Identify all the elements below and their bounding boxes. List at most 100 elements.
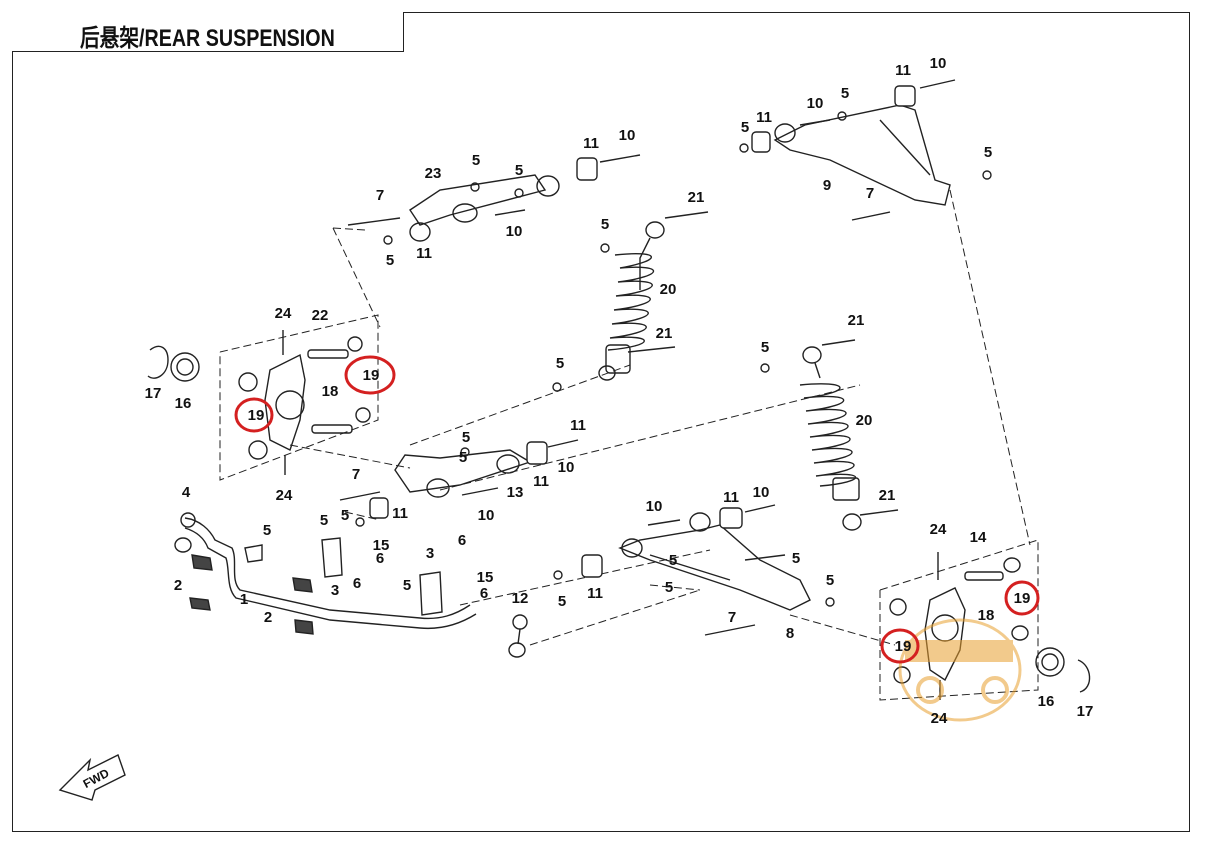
part-number-24: 24 — [931, 710, 948, 727]
title-box: 后悬架/REAR SUSPENSION — [12, 12, 404, 52]
part-number-5: 5 — [341, 507, 349, 524]
part-number-24: 24 — [275, 305, 292, 322]
part-number-23: 23 — [425, 165, 442, 182]
part-number-6: 6 — [353, 575, 361, 592]
part-number-10: 10 — [478, 507, 495, 524]
stabilizer-bar — [174, 512, 528, 658]
part-number-13: 13 — [507, 484, 524, 501]
part-number-11: 11 — [392, 505, 408, 522]
highlight-circles — [234, 355, 1040, 664]
part-number-8: 8 — [786, 625, 794, 642]
part-number-21: 21 — [656, 325, 673, 342]
part-number-10: 10 — [930, 55, 947, 72]
part-number-18: 18 — [322, 383, 339, 400]
part-number-5: 5 — [601, 216, 609, 233]
part-number-20: 20 — [660, 281, 677, 298]
part-number-24: 24 — [276, 487, 293, 504]
part-number-1: 1 — [240, 591, 248, 608]
part-number-5: 5 — [403, 577, 411, 594]
part-number-18: 18 — [978, 607, 995, 624]
part-number-14: 14 — [970, 529, 987, 546]
part-number-5: 5 — [761, 339, 769, 356]
page-title: 后悬架/REAR SUSPENSION — [80, 25, 335, 52]
part-number-21: 21 — [688, 189, 705, 206]
knuckle-left — [147, 330, 371, 475]
lower-arm-13 — [339, 439, 579, 527]
part-number-5: 5 — [386, 252, 394, 269]
part-number-5: 5 — [462, 429, 470, 446]
part-number-9: 9 — [823, 177, 831, 194]
part-number-6: 6 — [376, 550, 384, 567]
part-number-3: 3 — [331, 582, 339, 599]
part-number-3: 3 — [426, 545, 434, 562]
highlight-circle — [344, 355, 396, 395]
highlight-circle — [880, 628, 920, 664]
highlight-circle — [234, 397, 274, 433]
shock-absorber-upper — [552, 211, 709, 392]
part-number-11: 11 — [533, 473, 549, 490]
part-number-5: 5 — [826, 572, 834, 589]
part-number-15: 15 — [477, 569, 494, 586]
part-number-17: 17 — [1077, 703, 1094, 720]
part-number-10: 10 — [807, 95, 824, 112]
part-number-16: 16 — [1038, 693, 1055, 710]
part-number-21: 21 — [879, 487, 896, 504]
part-number-5: 5 — [263, 522, 271, 539]
highlight-circle — [1004, 580, 1040, 616]
linework — [58, 79, 1091, 801]
part-number-5: 5 — [515, 162, 523, 179]
part-number-7: 7 — [866, 185, 874, 202]
diagram-frame — [12, 12, 1190, 832]
part-number-24: 24 — [930, 521, 947, 538]
part-number-5: 5 — [558, 593, 566, 610]
part-number-22: 22 — [312, 307, 329, 324]
part-number-4: 4 — [182, 484, 191, 501]
part-number-11: 11 — [583, 135, 599, 152]
part-number-7: 7 — [728, 609, 736, 626]
part-number-7: 7 — [376, 187, 384, 204]
part-number-11: 11 — [587, 585, 603, 602]
part-number-16: 16 — [175, 395, 192, 412]
part-number-5: 5 — [984, 144, 992, 161]
atv-brand-logo-watermark — [898, 618, 1022, 722]
part-number-5: 5 — [792, 550, 800, 567]
part-number-20: 20 — [856, 412, 873, 429]
part-number-10: 10 — [646, 498, 663, 515]
part-number-11: 11 — [756, 109, 772, 126]
part-number-2: 2 — [174, 577, 182, 594]
part-number-19: 19 — [248, 407, 265, 424]
upper-arm-23 — [347, 154, 641, 245]
part-number-5: 5 — [320, 512, 328, 529]
part-number-12: 12 — [512, 590, 529, 607]
part-number-5: 5 — [556, 355, 564, 372]
part-number-21: 21 — [848, 312, 865, 329]
lower-arm-8 — [553, 504, 835, 636]
part-number-10: 10 — [558, 459, 575, 476]
part-number-15: 15 — [373, 537, 390, 554]
part-number-6: 6 — [480, 585, 488, 602]
part-number-11: 11 — [895, 62, 911, 79]
part-number-19: 19 — [1014, 590, 1031, 607]
part-number-19: 19 — [895, 638, 912, 655]
part-number-5: 5 — [669, 552, 677, 569]
part-number-2: 2 — [264, 609, 272, 626]
knuckle-right — [889, 552, 1091, 700]
part-number-10: 10 — [753, 484, 770, 501]
part-number-10: 10 — [619, 127, 636, 144]
part-number-11: 11 — [570, 417, 586, 434]
part-number-5: 5 — [841, 85, 849, 102]
upper-arm-9 — [739, 79, 992, 221]
part-number-11: 11 — [416, 245, 432, 262]
part-number-19: 19 — [363, 367, 380, 384]
shock-absorber-lower — [760, 339, 899, 531]
part-number-10: 10 — [506, 223, 523, 240]
part-number-17: 17 — [145, 385, 162, 402]
part-number-5: 5 — [741, 119, 749, 136]
fwd-arrow-icon — [58, 754, 126, 801]
part-number-5: 5 — [665, 579, 673, 596]
part-number-5: 5 — [459, 449, 467, 466]
part-number-11: 11 — [723, 489, 739, 506]
part-number-5: 5 — [472, 152, 480, 169]
